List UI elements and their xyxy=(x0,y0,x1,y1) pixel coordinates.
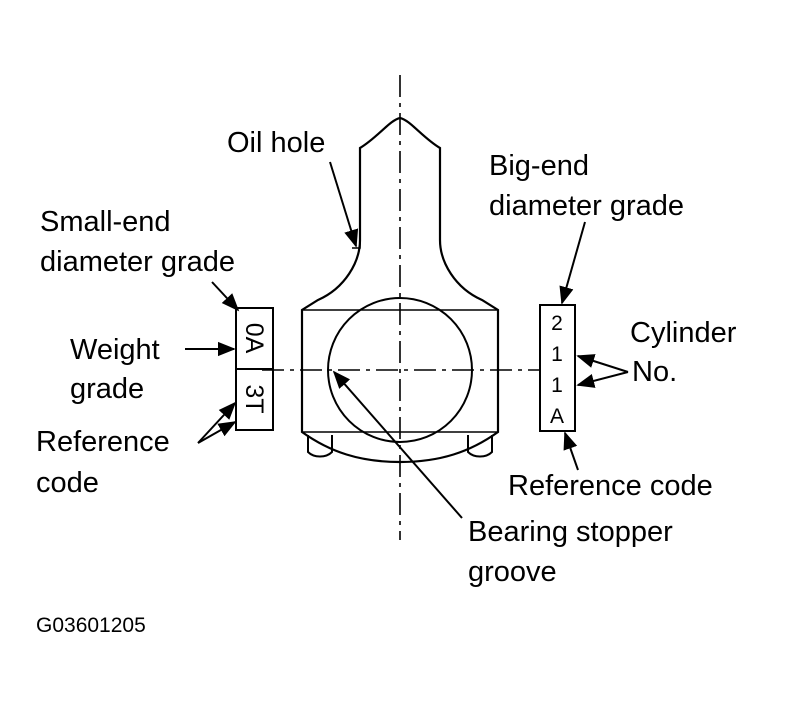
reference-right-leader xyxy=(563,431,579,471)
big-end-leader xyxy=(559,221,586,305)
oil-hole-leader xyxy=(329,161,359,248)
labels: Oil hole Small-end diameter grade Weight… xyxy=(36,127,737,637)
reference-left-leader-a xyxy=(197,401,237,444)
bearing-leader xyxy=(332,370,463,519)
label-reference-right: Reference code xyxy=(508,470,713,502)
oil-hole-notch xyxy=(352,240,361,249)
small-end-leader xyxy=(211,281,240,312)
figure-code: G03601205 xyxy=(36,614,146,637)
label-big-end-line1: Big-end xyxy=(489,150,589,182)
right-stamp-box xyxy=(539,304,576,432)
left-bolt-boss xyxy=(307,435,333,458)
cylinder-leader-a xyxy=(576,354,629,373)
label-cylinder-line2: No. xyxy=(632,356,677,388)
right-stamp: 2 1 1 A xyxy=(539,304,576,432)
label-big-end-line2: diameter grade xyxy=(489,190,684,222)
label-bearing-line1: Bearing stopper xyxy=(468,516,673,548)
left-stamp-bottom: 3T xyxy=(240,384,268,413)
leader-lines xyxy=(185,161,629,519)
right-stamp-row4: A xyxy=(550,405,564,428)
cylinder-leader-b xyxy=(576,371,629,388)
label-small-end-line2: diameter grade xyxy=(40,246,235,278)
label-oil-hole: Oil hole xyxy=(227,127,325,159)
label-bearing-line2: groove xyxy=(468,556,557,588)
left-stamp: 0A 3T xyxy=(235,307,274,431)
label-small-end-line1: Small-end xyxy=(40,206,171,238)
label-cylinder-line1: Cylinder xyxy=(630,317,737,349)
label-weight-line1: Weight xyxy=(70,334,160,366)
right-stamp-row3: 1 xyxy=(551,374,563,397)
right-stamp-row2: 1 xyxy=(551,343,563,366)
label-reference-left-line1: Reference xyxy=(36,426,170,458)
label-weight-line2: grade xyxy=(70,373,144,405)
right-bolt-boss xyxy=(467,435,493,458)
label-reference-left-line2: code xyxy=(36,467,99,499)
left-stamp-top: 0A xyxy=(240,323,268,354)
right-stamp-row1: 2 xyxy=(551,312,563,335)
reference-left-leader-b xyxy=(197,421,237,444)
